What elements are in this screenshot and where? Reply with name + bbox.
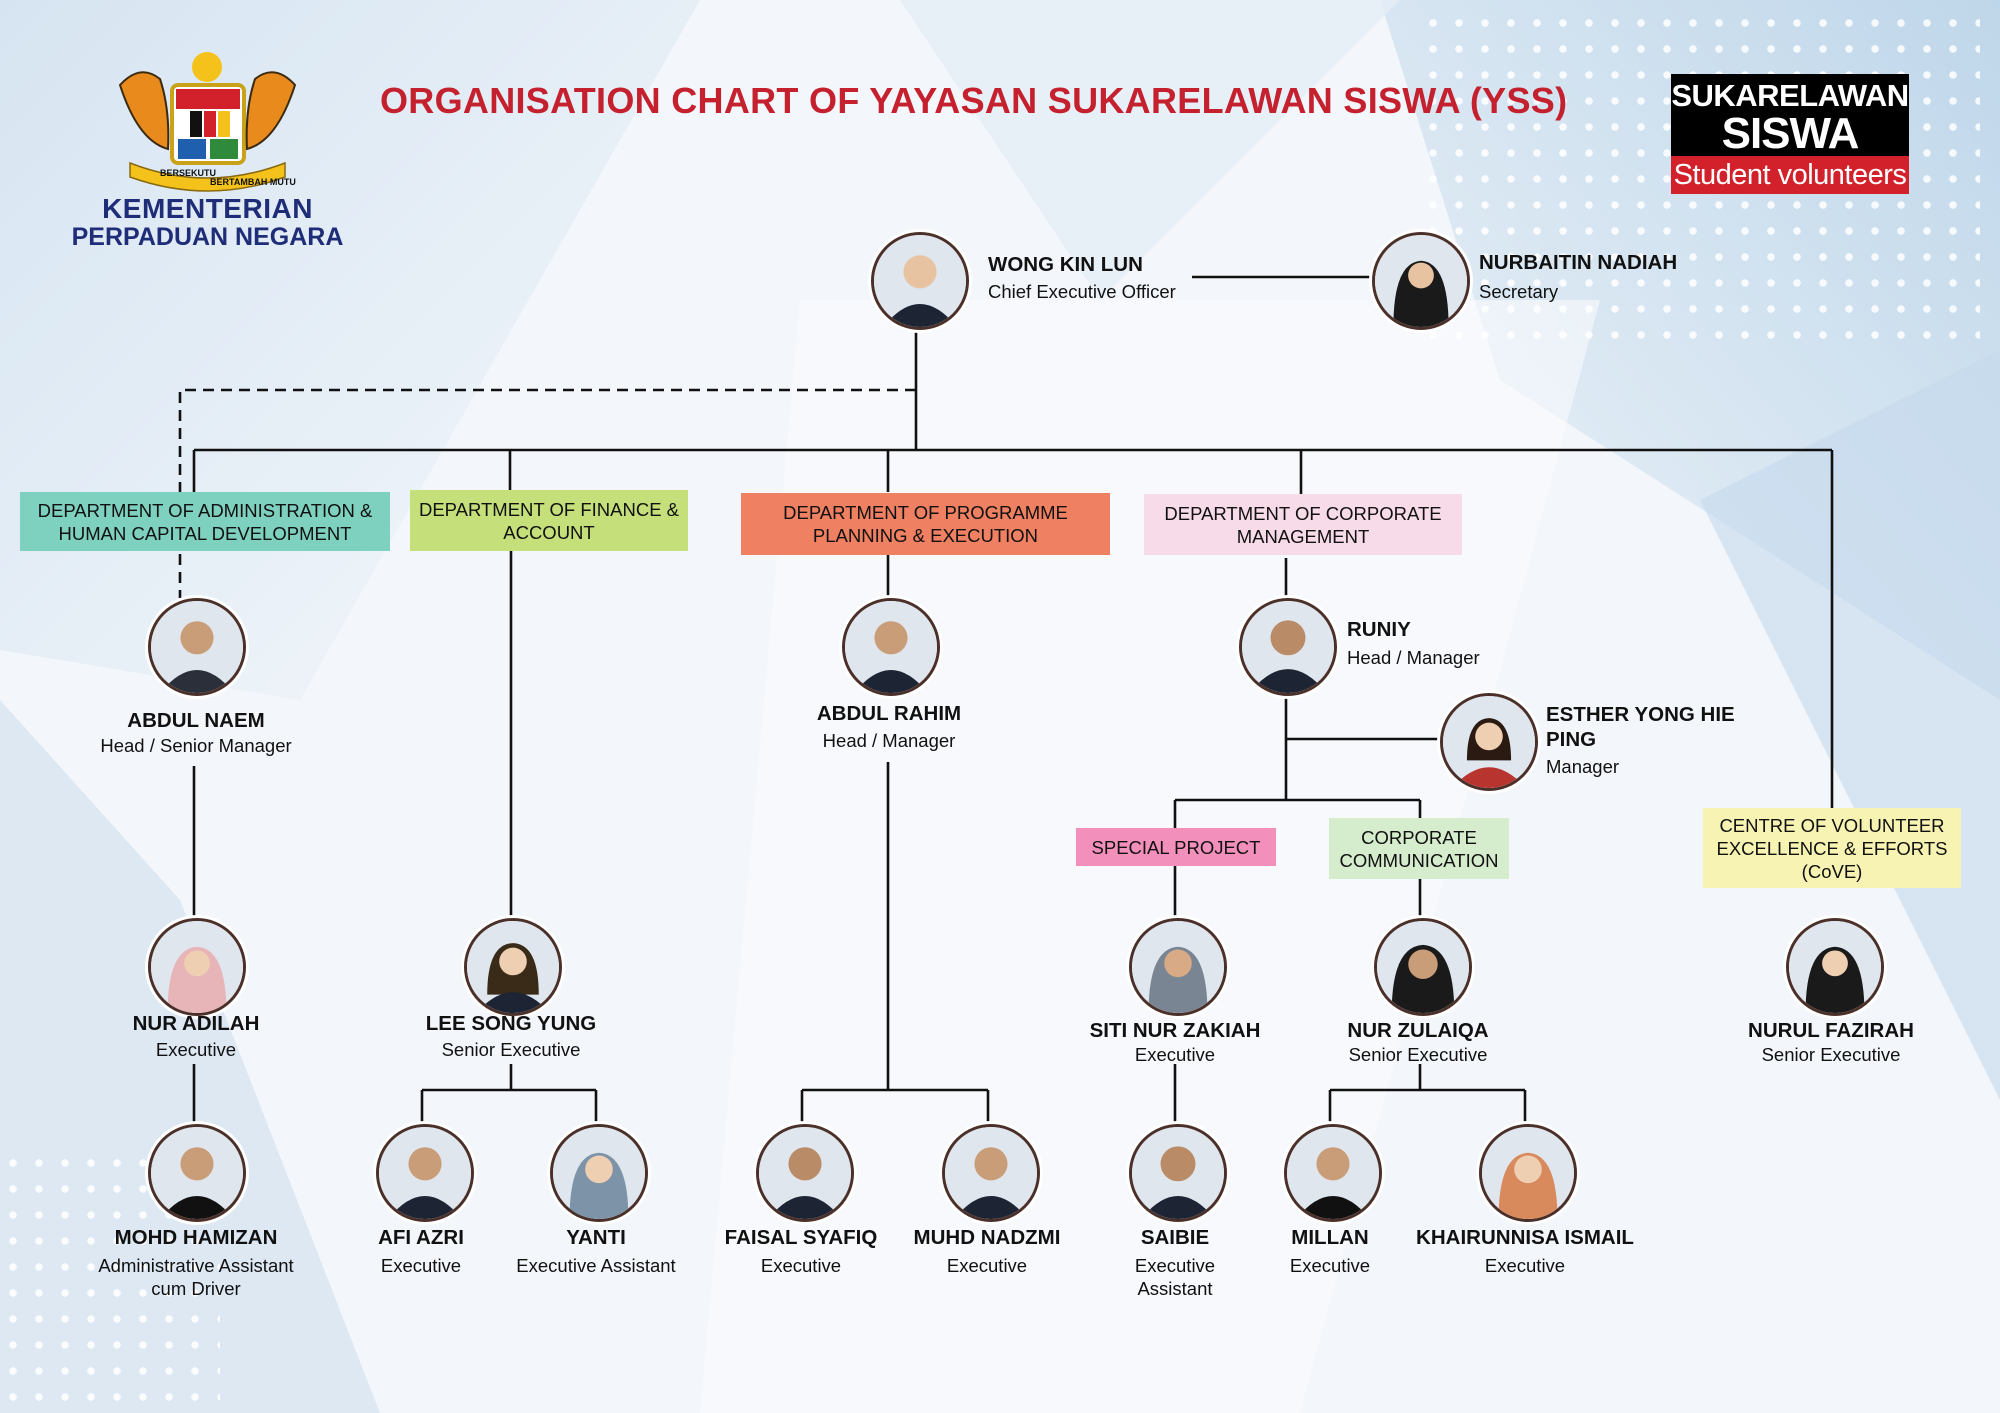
role-siti-nur-zakiah: Executive	[1134, 1044, 1216, 1065]
name-runiy: RUNIY	[1347, 618, 1411, 641]
role-esther: Manager	[1546, 756, 1620, 777]
name-faisal-syafiq: FAISAL SYAFIQ	[724, 1226, 878, 1249]
role-ceo: Chief Executive Officer	[988, 281, 1176, 302]
role-abdul-rahim: Head / Manager	[822, 730, 956, 751]
photo-runiy	[1239, 598, 1337, 696]
brand-tagline: Student volunteers	[1671, 156, 1909, 194]
name-secretary: NURBAITIN NADIAH	[1479, 251, 1678, 274]
photo-faisal-syafiq	[756, 1124, 854, 1222]
name-lee-song-yung: LEE SONG YUNG	[425, 1012, 597, 1035]
name-esther: ESTHER YONG HIE PING	[1546, 703, 1735, 751]
name-saibie: SAIBIE	[1140, 1226, 1210, 1249]
name-nurul-fazirah: NURUL FAZIRAH	[1748, 1019, 1914, 1042]
name-khairunnisa: KHAIRUNNISA ISMAIL	[1416, 1226, 1634, 1249]
photo-muhd-nadzmi	[942, 1124, 1040, 1222]
role-lee-song-yung: Senior Executive	[441, 1039, 581, 1060]
photo-millan	[1284, 1124, 1382, 1222]
role-nur-zulaiqa: Senior Executive	[1348, 1044, 1488, 1065]
name-ceo: WONG KIN LUN	[988, 253, 1143, 276]
role-mohd-hamizan: Administrative Assistant cum Driver	[98, 1255, 294, 1299]
name-muhd-nadzmi: MUHD NADZMI	[913, 1226, 1061, 1249]
role-nurul-fazirah: Senior Executive	[1761, 1044, 1901, 1065]
photo-abdul-rahim	[842, 598, 940, 696]
brand-line2: SISWA	[1721, 109, 1860, 158]
photo-yanti	[550, 1124, 648, 1222]
name-abdul-rahim: ABDUL RAHIM	[816, 702, 962, 725]
photo-mohd-hamizan	[148, 1124, 246, 1222]
photo-esther	[1440, 693, 1538, 791]
photo-afi-azri	[376, 1124, 474, 1222]
name-abdul-naem: ABDUL NAEM	[127, 709, 265, 732]
role-yanti: Executive Assistant	[516, 1255, 676, 1276]
name-nur-adilah: NUR ADILAH	[132, 1012, 260, 1035]
dept-programme: DEPARTMENT OF PROGRAMME PLANNING & EXECU…	[741, 493, 1110, 555]
photo-nur-adilah	[148, 918, 246, 1016]
name-mohd-hamizan: MOHD HAMIZAN	[114, 1226, 278, 1249]
brand-line1: SUKARELAWAN	[1671, 78, 1909, 113]
dept-admin: DEPARTMENT OF ADMINISTRATION & HUMAN CAP…	[20, 492, 390, 551]
role-afi-azri: Executive	[380, 1255, 462, 1276]
ministry-line2: PERPADUAN NEGARA	[71, 223, 344, 251]
brand-block: SUKARELAWAN SISWA	[1671, 74, 1909, 158]
ministry-logo: BERSEKUTU BERTAMBAH MUTU KEMENTERIAN PER…	[60, 45, 355, 260]
brand-logo: SUKARELAWAN SISWA Student volunteers	[1671, 74, 1909, 194]
photo-saibie	[1129, 1124, 1227, 1222]
photo-siti-nur-zakiah	[1129, 918, 1227, 1016]
ministry-line1: KEMENTERIAN	[102, 193, 313, 224]
role-secretary: Secretary	[1479, 281, 1559, 302]
role-runiy: Head / Manager	[1347, 647, 1480, 668]
name-afi-azri: AFI AZRI	[378, 1226, 464, 1249]
ministry-name: KEMENTERIAN PERPADUAN NEGARA	[60, 193, 355, 252]
photo-nur-zulaiqa	[1374, 918, 1472, 1016]
role-muhd-nadzmi: Executive	[946, 1255, 1028, 1276]
name-yanti: YANTI	[566, 1226, 626, 1249]
dept-corporate: DEPARTMENT OF CORPORATE MANAGEMENT	[1144, 494, 1462, 555]
motto-left: BERSEKUTU	[160, 168, 216, 178]
name-millan: MILLAN	[1291, 1226, 1369, 1249]
photo-ceo	[871, 232, 969, 330]
name-siti-nur-zakiah: SITI NUR ZAKIAH	[1089, 1019, 1261, 1042]
photo-khairunnisa	[1479, 1124, 1577, 1222]
photo-abdul-naem	[148, 598, 246, 696]
dept-corporate-communication: CORPORATE COMMUNICATION	[1329, 818, 1509, 879]
motto-right: BERTAMBAH MUTU	[210, 177, 296, 187]
role-faisal-syafiq: Executive	[760, 1255, 842, 1276]
photo-secretary	[1372, 232, 1470, 330]
dept-finance: DEPARTMENT OF FINANCE & ACCOUNT	[410, 490, 688, 551]
role-nur-adilah: Executive	[155, 1039, 237, 1060]
dept-special-project: SPECIAL PROJECT	[1076, 828, 1276, 866]
photo-nurul-fazirah	[1786, 918, 1884, 1016]
role-abdul-naem: Head / Senior Manager	[100, 735, 292, 756]
coat-of-arms-icon: BERSEKUTU BERTAMBAH MUTU	[118, 52, 297, 192]
photo-lee-song-yung	[464, 918, 562, 1016]
role-khairunnisa: Executive	[1484, 1255, 1566, 1276]
page-title: ORGANISATION CHART OF YAYASAN SUKARELAWA…	[380, 80, 1568, 121]
role-saibie: Executive Assistant	[1134, 1255, 1216, 1299]
dept-cove: CENTRE OF VOLUNTEER EXCELLENCE & EFFORTS…	[1703, 808, 1961, 888]
name-nur-zulaiqa: NUR ZULAIQA	[1347, 1019, 1489, 1042]
role-millan: Executive	[1289, 1255, 1371, 1276]
